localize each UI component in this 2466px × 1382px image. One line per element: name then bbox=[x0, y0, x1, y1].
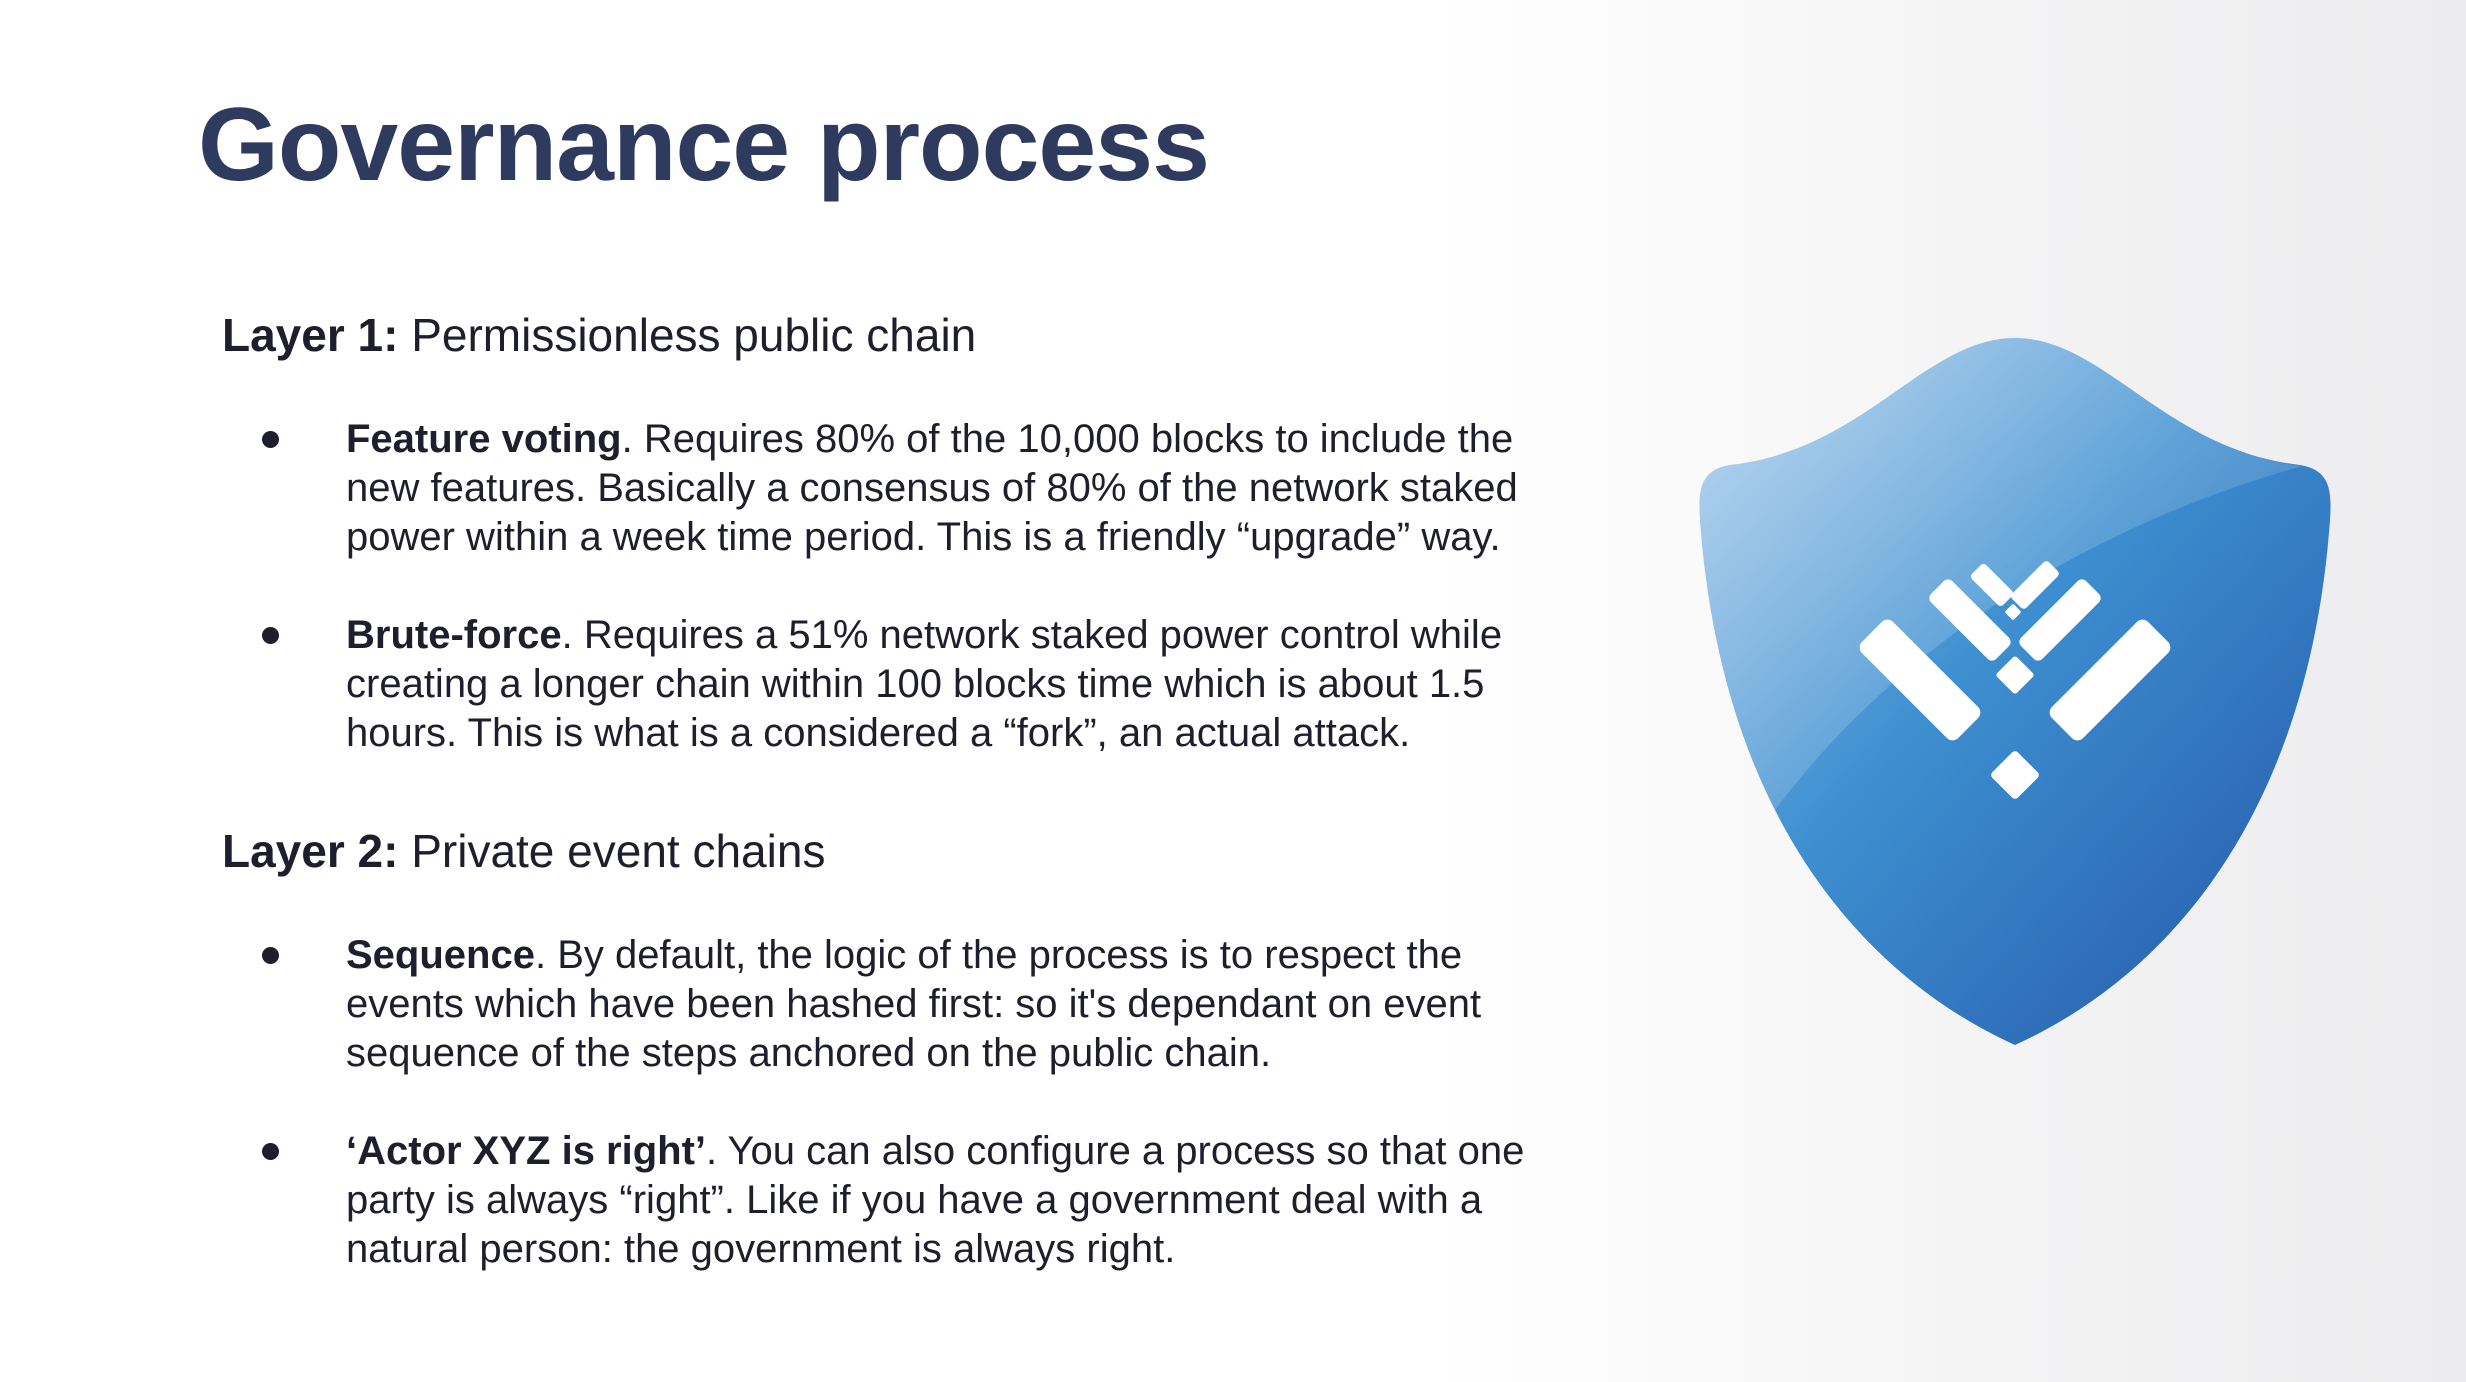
bullet-term: Feature voting bbox=[346, 417, 622, 461]
bullet-description: . Requires a 51% network staked power co… bbox=[346, 613, 1503, 755]
bullet-description: . Requires 80% of the 10,000 blocks to i… bbox=[346, 417, 1518, 559]
layer-1-heading: Layer 1: Permissionless public chain bbox=[222, 308, 976, 363]
bullet-term: Sequence bbox=[346, 933, 535, 977]
shield-logo-icon bbox=[1699, 338, 2331, 1045]
bullet-description: . You can also configure a process so th… bbox=[346, 1129, 1525, 1271]
bullet-dot bbox=[262, 431, 279, 448]
bullet-dot bbox=[262, 1143, 279, 1160]
bullet-term: Brute-force bbox=[346, 613, 562, 657]
bullet-dot bbox=[262, 947, 279, 964]
bullet-description: . By default, the logic of the process i… bbox=[346, 933, 1482, 1075]
layer-2-title: Private event chains bbox=[398, 825, 826, 877]
bullet-text: ‘Actor XYZ is right’. You can also confi… bbox=[346, 1127, 1552, 1274]
bullet-text: Brute-force. Requires a 51% network stak… bbox=[346, 611, 1552, 758]
bullet-text: Sequence. By default, the logic of the p… bbox=[346, 931, 1552, 1078]
bullet-term: ‘Actor XYZ is right’ bbox=[346, 1129, 707, 1173]
layer-2-heading: Layer 2: Private event chains bbox=[222, 824, 825, 879]
layer-2-label: Layer 2: bbox=[222, 825, 399, 877]
bullet-dot bbox=[262, 627, 279, 644]
logo-mark bbox=[1859, 561, 2171, 799]
page-title: Governance process bbox=[198, 87, 1210, 203]
bullet-text: Feature voting. Requires 80% of the 10,0… bbox=[346, 415, 1552, 562]
layer-1-title: Permissionless public chain bbox=[398, 309, 977, 361]
shield-gloss bbox=[1699, 338, 2302, 810]
layer-1-label: Layer 1: bbox=[222, 309, 399, 361]
